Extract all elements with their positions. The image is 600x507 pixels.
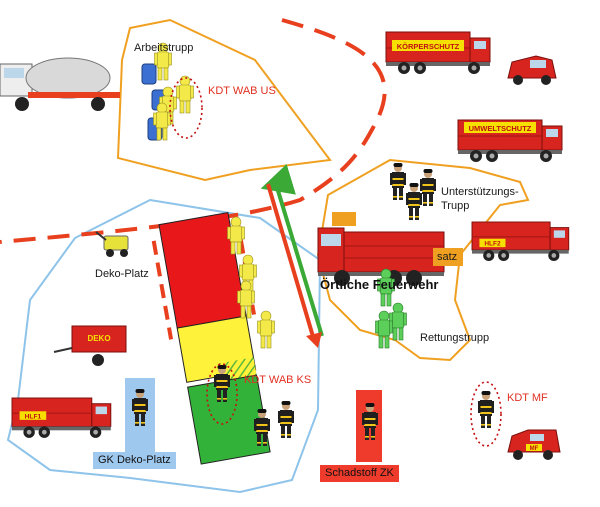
label-gk-deko-platz: GK Deko-Platz bbox=[93, 452, 176, 469]
deko-trailer-label: DEKO bbox=[87, 334, 110, 343]
label-arbeitstrupp: Arbeitstrupp bbox=[134, 42, 194, 54]
hazmat-lane-4 bbox=[257, 310, 275, 349]
mf-label: MF bbox=[530, 446, 539, 452]
van bbox=[507, 55, 557, 85]
arrow-red bbox=[266, 183, 316, 341]
hazmat-suit-3 bbox=[176, 75, 194, 114]
label-deko-platz: Deko-Platz bbox=[95, 268, 149, 280]
firefighter-support-2 bbox=[420, 169, 436, 206]
hlf1-label: HLF1 bbox=[25, 413, 42, 420]
kdt-mf-circle bbox=[470, 381, 502, 447]
label-kdt-mf: KDT MF bbox=[507, 392, 548, 404]
firefighter-lane-3 bbox=[278, 401, 294, 438]
mf-car: MF bbox=[507, 429, 561, 460]
arrow-green bbox=[260, 164, 324, 337]
orange-badge-satz bbox=[433, 248, 463, 266]
umweltschutz-label: UMWELTSCHUTZ bbox=[469, 124, 532, 133]
koerperschutz-label: KÖRPERSCHUTZ bbox=[397, 42, 460, 51]
label-rettungstrupp: Rettungstrupp bbox=[420, 332, 490, 344]
kdt-wab-ks-circle bbox=[206, 363, 238, 425]
label-kdt-wab-ks: KDT WAB KS bbox=[244, 374, 312, 386]
label-schadstoff-zk: Schadstoff ZK bbox=[320, 465, 399, 482]
hlf1-truck: HLF1 bbox=[11, 397, 112, 439]
hlf2-label: HLF2 bbox=[484, 241, 501, 248]
orange-badge-top bbox=[332, 212, 356, 226]
label-oertliche-feuerwehr: Örtliche Feuerwehr bbox=[320, 277, 439, 292]
arrow-red-head bbox=[306, 332, 322, 348]
support-area bbox=[316, 158, 530, 362]
label-satz: satz bbox=[437, 251, 458, 263]
umweltschutz-truck: UMWELTSCHUTZ bbox=[457, 119, 563, 163]
decontamination-lane bbox=[151, 211, 271, 465]
kdt-wab-us-circle bbox=[169, 77, 203, 139]
firefighter-kdt-mf bbox=[478, 391, 494, 428]
hlf2-truck: HLF2 bbox=[471, 221, 570, 262]
koerperschutz-truck: KÖRPERSCHUTZ bbox=[385, 31, 491, 75]
hazard-boundary bbox=[0, 18, 387, 244]
firefighter-support-1 bbox=[390, 163, 406, 200]
label-unterstuetzungstrupp-2: Trupp bbox=[441, 200, 470, 212]
label-kdt-wab-us: KDT WAB US bbox=[208, 85, 276, 97]
pump bbox=[95, 231, 129, 257]
firefighter-support-3 bbox=[406, 183, 422, 220]
tanker-truck bbox=[0, 57, 120, 111]
deko-trailer: DEKO bbox=[53, 325, 127, 366]
label-unterstuetzungstrupp-1: Unterstützungs- bbox=[441, 186, 519, 198]
lane-dash-left bbox=[151, 240, 174, 340]
arbeitstrupp-area bbox=[116, 18, 332, 182]
